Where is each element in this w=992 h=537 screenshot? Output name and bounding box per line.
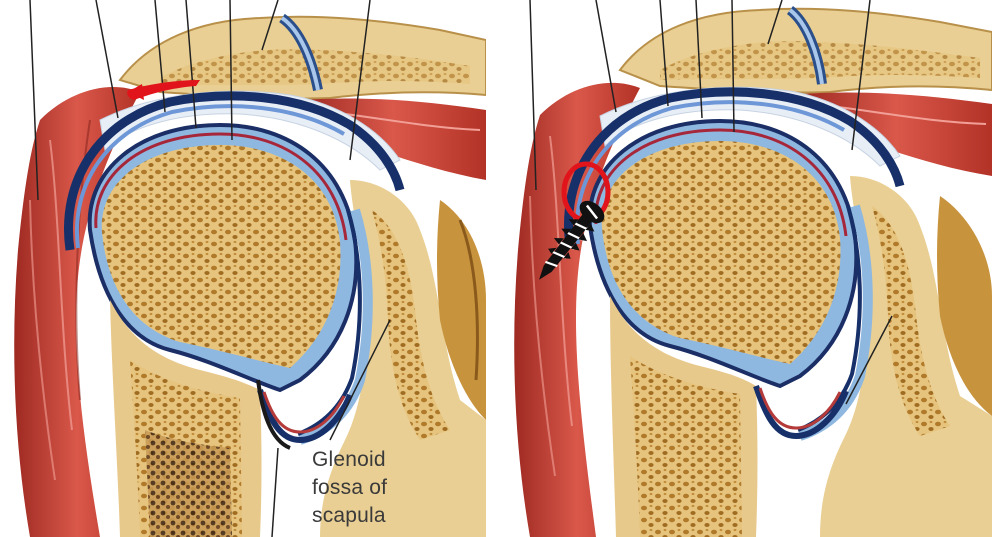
caption-line: scapula	[312, 502, 432, 530]
shoulder-anatomy-illustration-right	[500, 0, 992, 537]
caption-line: Glenoid	[312, 446, 432, 474]
left-panel: Glenoid fossa of scapula	[0, 0, 486, 537]
right-panel	[500, 0, 992, 537]
glenoid-fossa-label: Glenoid fossa of scapula	[312, 446, 432, 530]
caption-line: fossa of	[312, 474, 432, 502]
